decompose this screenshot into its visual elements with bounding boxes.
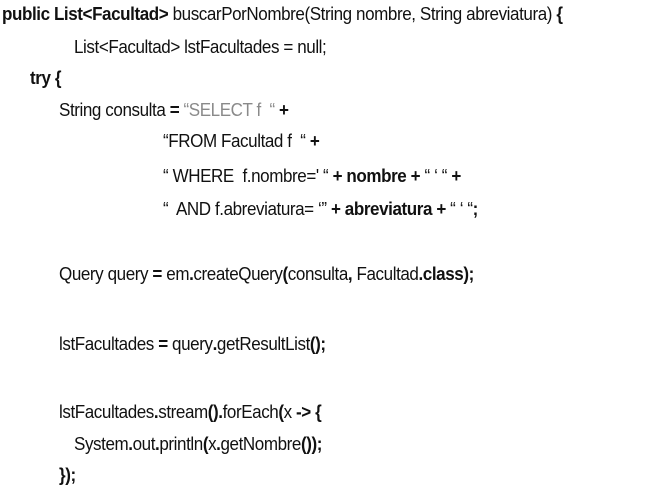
code-token: +: [305, 130, 320, 151]
code-token: “SELECT f “: [179, 99, 276, 120]
code-token: getNombre: [220, 433, 302, 454]
code-token: “ ‘ “: [450, 198, 473, 219]
code-line-4: String consulta = “SELECT f “ +: [59, 96, 289, 124]
code-token: .: [153, 401, 159, 422]
code-token: String consulta: [59, 99, 170, 120]
code-token: =: [158, 333, 168, 354]
code-token: Query query: [59, 263, 153, 284]
code-token: System: [74, 433, 129, 454]
code-token: + abreviatura +: [326, 198, 451, 219]
code-token: forEach: [222, 401, 279, 422]
code-token: query: [167, 333, 213, 354]
code-token: (: [282, 263, 289, 284]
code-token: {: [556, 3, 563, 24]
code-token: =: [152, 263, 162, 284]
code-line-7: “ AND f.abreviatura= ‘” + abreviatura + …: [163, 195, 478, 223]
code-token: x: [208, 433, 217, 454]
code-token: +: [447, 165, 461, 186]
code-token: Facultad: [352, 263, 419, 284]
code-line-5: “FROM Facultad f “ +: [163, 127, 320, 155]
code-token: ());: [300, 433, 322, 454]
code-token: ,: [347, 263, 353, 284]
code-token: (: [202, 433, 209, 454]
code-token: out: [132, 433, 156, 454]
code-token: ().: [207, 401, 223, 422]
code-token: println: [159, 433, 203, 454]
code-token: lstFacultades: [59, 333, 159, 354]
code-token: ;: [472, 198, 479, 219]
code-line-3: try {: [30, 64, 61, 92]
code-token: ();: [309, 333, 326, 354]
code-token: =: [169, 99, 180, 120]
code-token: });: [59, 464, 76, 485]
code-token: (: [278, 401, 284, 422]
code-token: lstFacultades: [59, 401, 154, 422]
code-line-11: System.out.println(x.getNombre());: [74, 430, 322, 458]
code-token: public List<Facultad>: [2, 3, 169, 24]
code-token: List<Facultad> lstFacultades = null;: [74, 36, 327, 57]
code-token: .: [216, 433, 221, 454]
code-line-12: });: [59, 461, 76, 489]
code-token: .: [212, 333, 218, 354]
code-line-8: Query query = em.createQuery(consulta, F…: [59, 260, 474, 288]
code-token: “FROM Facultad f “: [163, 130, 306, 151]
code-line-9: lstFacultades = query.getResultList();: [59, 330, 326, 358]
code-token: stream: [158, 401, 208, 422]
code-token: consulta: [287, 263, 349, 284]
code-token: try {: [30, 67, 62, 88]
code-token: “ WHERE f.nombre=' “: [163, 165, 329, 186]
code-token: “ ‘ “: [424, 165, 448, 186]
code-line-2: List<Facultad> lstFacultades = null;: [74, 33, 327, 61]
code-token: + nombre +: [328, 165, 425, 186]
code-token: +: [274, 99, 289, 120]
code-token: .class);: [418, 263, 474, 284]
code-token: em: [161, 263, 190, 284]
code-token: -> {: [296, 401, 322, 422]
code-token: x: [283, 401, 297, 422]
code-token: getResultList: [216, 333, 310, 354]
code-token: createQuery: [193, 263, 283, 284]
code-line-6: “ WHERE f.nombre=' “ + nombre + “ ‘ “ +: [163, 162, 461, 190]
code-line-1: public List<Facultad> buscarPorNombre(St…: [2, 0, 563, 28]
code-line-10: lstFacultades.stream().forEach(x -> {: [59, 398, 322, 426]
code-token: buscarPorNombre(String nombre, String ab…: [168, 3, 557, 24]
code-token: .: [155, 433, 160, 454]
code-token: .: [128, 433, 133, 454]
code-token: “ AND f.abreviatura= ‘”: [163, 198, 327, 219]
code-token: .: [189, 263, 194, 284]
